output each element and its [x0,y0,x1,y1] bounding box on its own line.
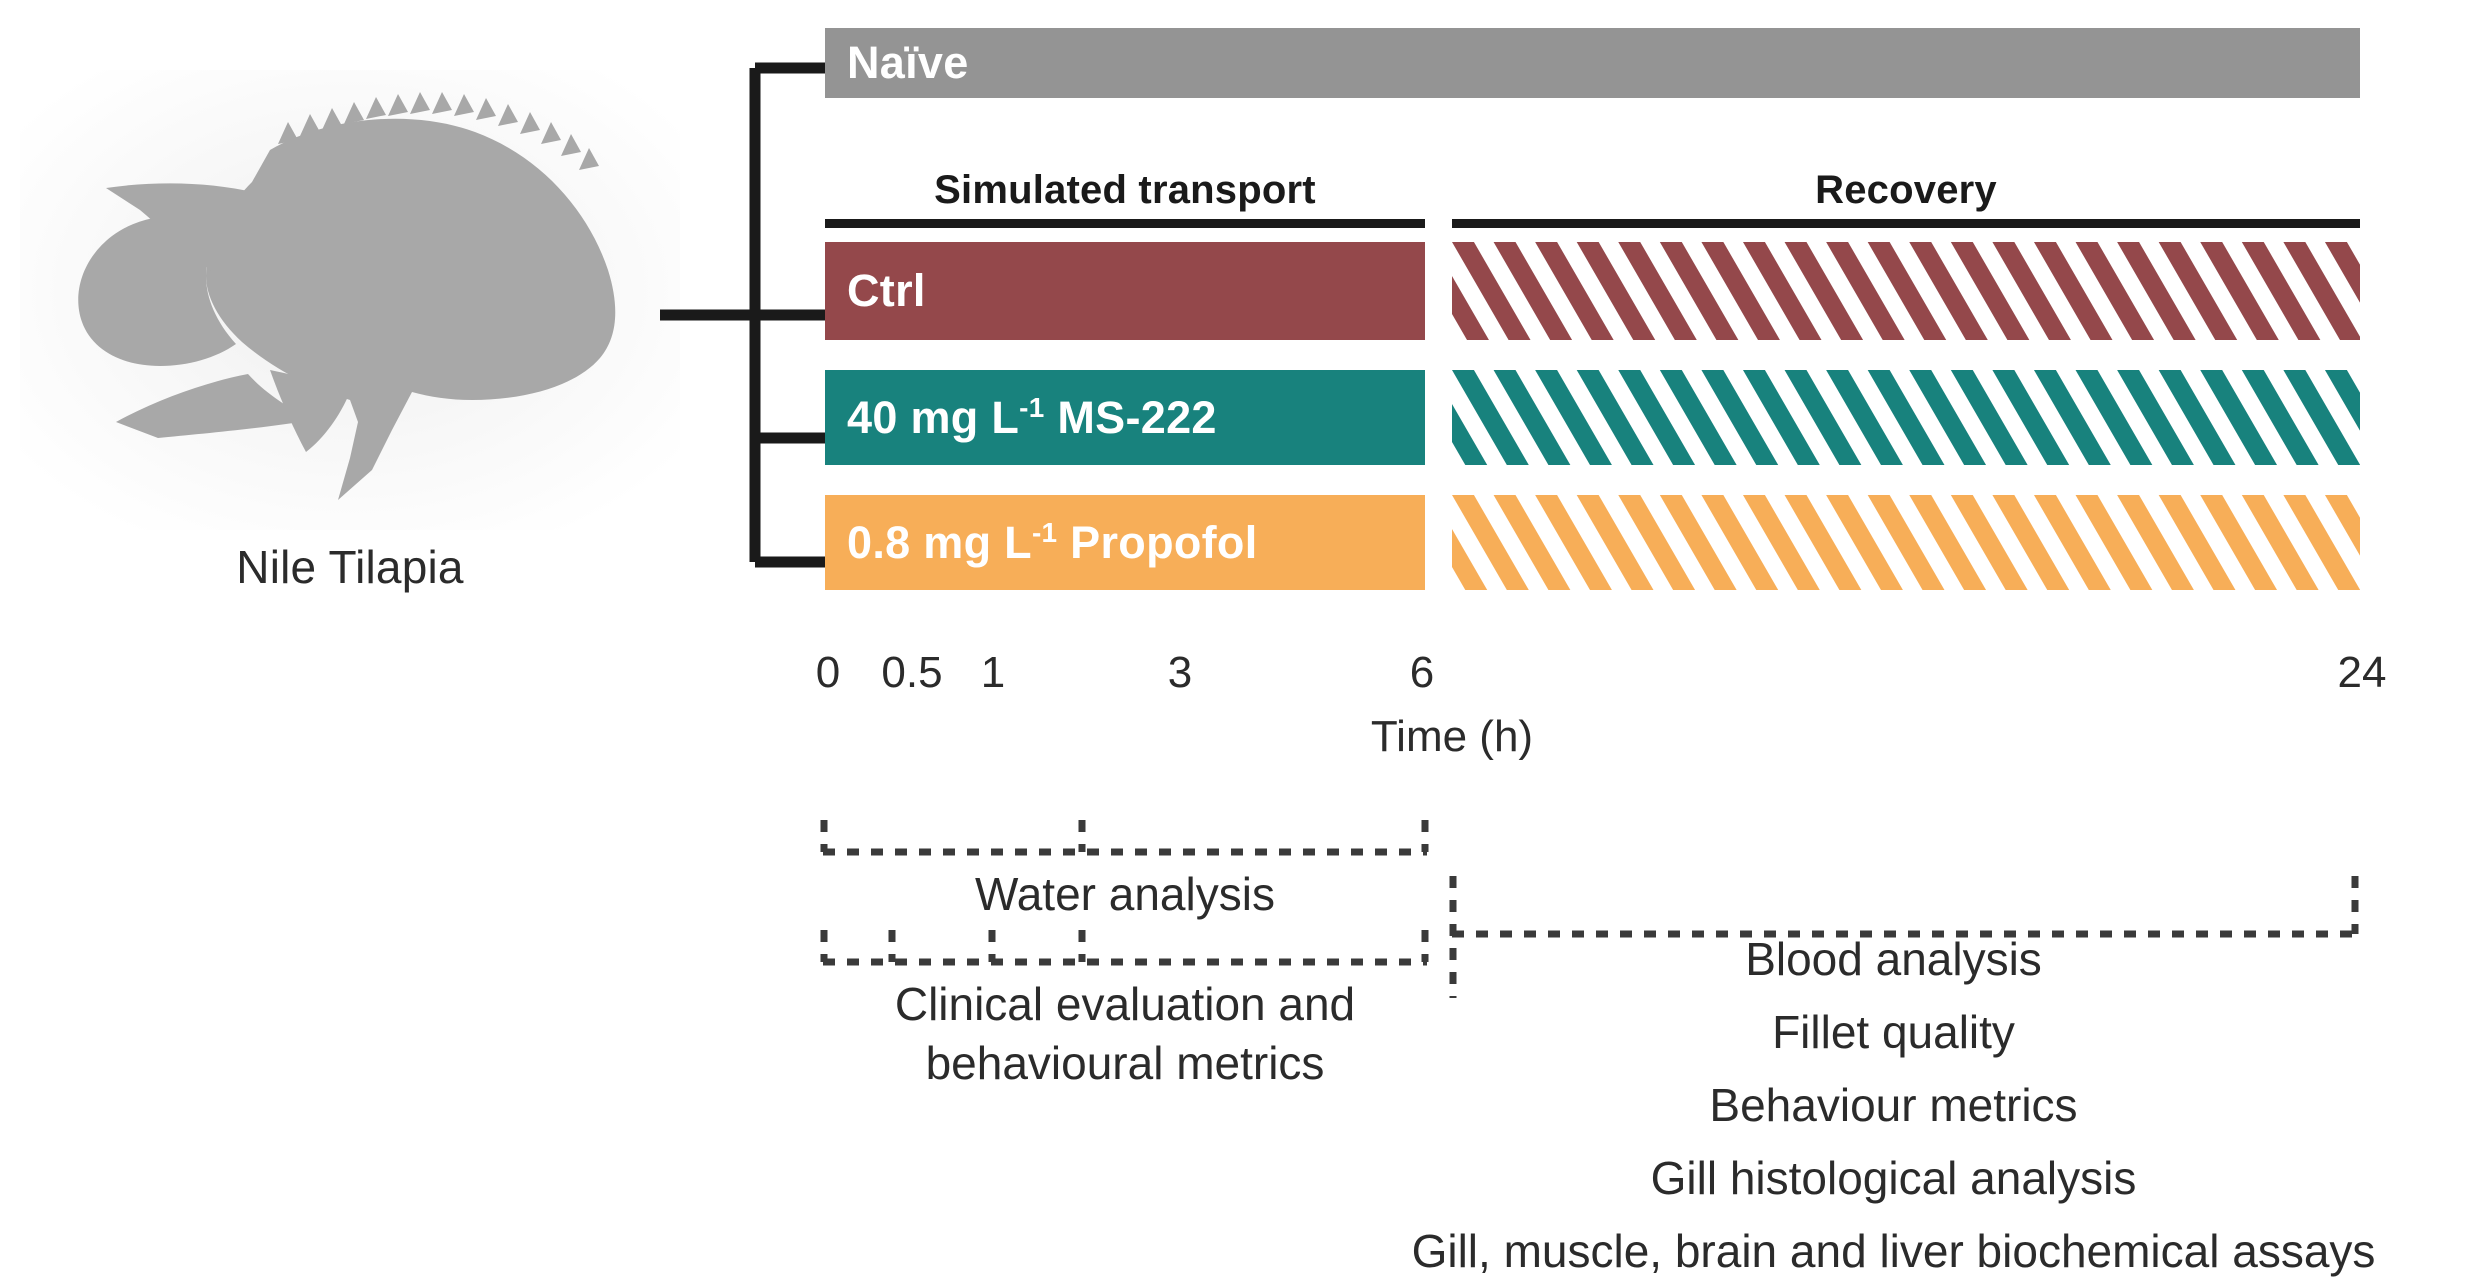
axis-tick-6: 6 [1410,648,1434,698]
group-bar-naive: Naïve [825,28,2360,98]
group-bar-ctrl: Ctrl [825,242,1425,340]
group-bar-label: Ctrl [825,265,926,317]
phase-rule [1452,219,2360,228]
measurement-item-fillet: Fillet quality [1320,1003,2467,1062]
group-bar-label: Naïve [825,37,969,89]
phase-header-recovery: Recovery [1452,168,2360,228]
group-bar-ms222: 40 mg L-1 MS-222 [825,370,1425,465]
fish-label: Nile Tilapia [20,540,680,594]
measurement-item-biochem: Gill, muscle, brain and liver biochemica… [1320,1222,2467,1280]
group-bar-label: 40 mg L-1 MS-222 [825,392,1217,444]
group-bar-propofol: 0.8 mg L-1 Propofol [825,495,1425,590]
measurement-recovery-list: Blood analysis Fillet quality Behaviour … [1320,930,2467,1280]
phase-title: Recovery [1452,168,2360,213]
measurement-item-blood: Blood analysis [1320,930,2467,989]
axis-tick-24: 24 [2338,648,2387,698]
phase-rule [825,219,1425,228]
fish-silhouette-icon [20,70,680,530]
phase-title: Simulated transport [825,168,1425,213]
measurement-water: Water analysis [790,865,1460,924]
measurement-item-behaviour: Behaviour metrics [1320,1076,2467,1135]
recovery-hatch-ctrl [1452,242,2360,340]
dashed-bracket-water [820,818,1430,858]
measurement-item-gill-histo: Gill histological analysis [1320,1149,2467,1208]
axis-tick-0: 0 [816,648,840,698]
phase-header-transport: Simulated transport [825,168,1425,228]
axis-tick-1: 1 [981,648,1005,698]
axis-tick-3: 3 [1168,648,1192,698]
axis-caption: Time (h) [1252,712,1652,762]
recovery-hatch-ms222 [1452,370,2360,465]
axis-tick-05: 0.5 [881,648,942,698]
group-bar-label: 0.8 mg L-1 Propofol [825,517,1258,569]
recovery-hatch-propofol [1452,495,2360,590]
